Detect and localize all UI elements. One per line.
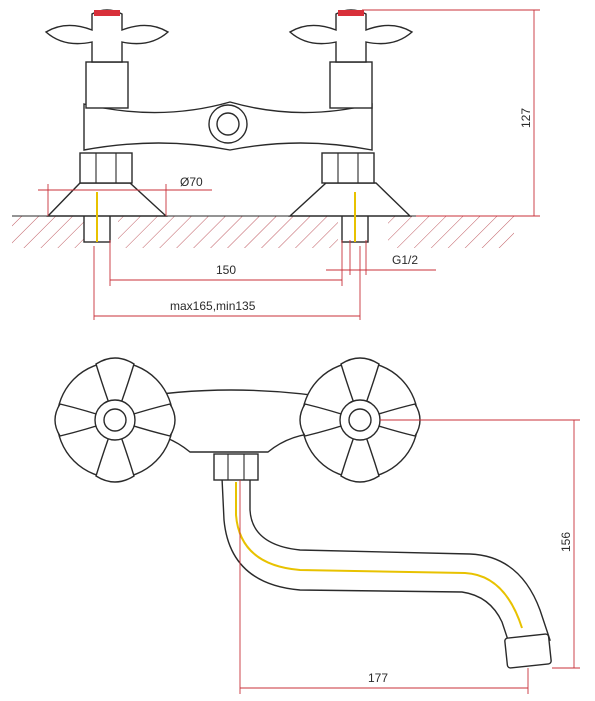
- center-distance-dimension: 150: [109, 240, 343, 286]
- diameter-label: Ø70: [180, 175, 203, 189]
- range-dimension: max165,min135: [93, 246, 361, 320]
- right-hex-nut: [321, 152, 375, 184]
- spout-reach-dimension: 177: [239, 480, 529, 694]
- swivel-nut: [213, 453, 259, 481]
- thread-label: G1/2: [392, 253, 418, 267]
- left-hex-nut: [79, 152, 133, 184]
- left-cross-handle-icon: [44, 9, 170, 63]
- height-dimension: 127: [362, 9, 540, 217]
- spout-water-channel: [235, 482, 523, 629]
- spout-tube: [221, 477, 551, 647]
- left-flange: [46, 182, 168, 217]
- outlet-ring-inner: [216, 112, 240, 136]
- plan-view: 156 177: [54, 357, 580, 694]
- height-label: 127: [519, 108, 533, 128]
- left-valve-column: [85, 61, 129, 109]
- hot-marker-icon: [94, 10, 120, 16]
- spout-height-dimension: 156: [380, 419, 580, 669]
- right-cross-handle-icon: [288, 9, 414, 63]
- wall-section: [12, 215, 514, 248]
- aerator-tip: [504, 633, 552, 669]
- right-valve-column: [329, 61, 373, 109]
- center-distance-label: 150: [216, 263, 236, 277]
- spout-reach-label: 177: [368, 671, 388, 685]
- front-elevation-view: 127 Ø70 150 G1/2 max165,min1: [12, 9, 540, 320]
- spout-height-label: 156: [559, 532, 573, 552]
- diameter-dimension: Ø70: [38, 175, 212, 216]
- left-plan-cross-handle-icon: [54, 357, 176, 483]
- thread-dimension: G1/2: [326, 240, 436, 275]
- cold-marker-icon: [338, 10, 364, 16]
- right-plan-cross-handle-icon: [299, 357, 421, 483]
- range-label: max165,min135: [170, 299, 256, 313]
- right-flange: [288, 182, 412, 217]
